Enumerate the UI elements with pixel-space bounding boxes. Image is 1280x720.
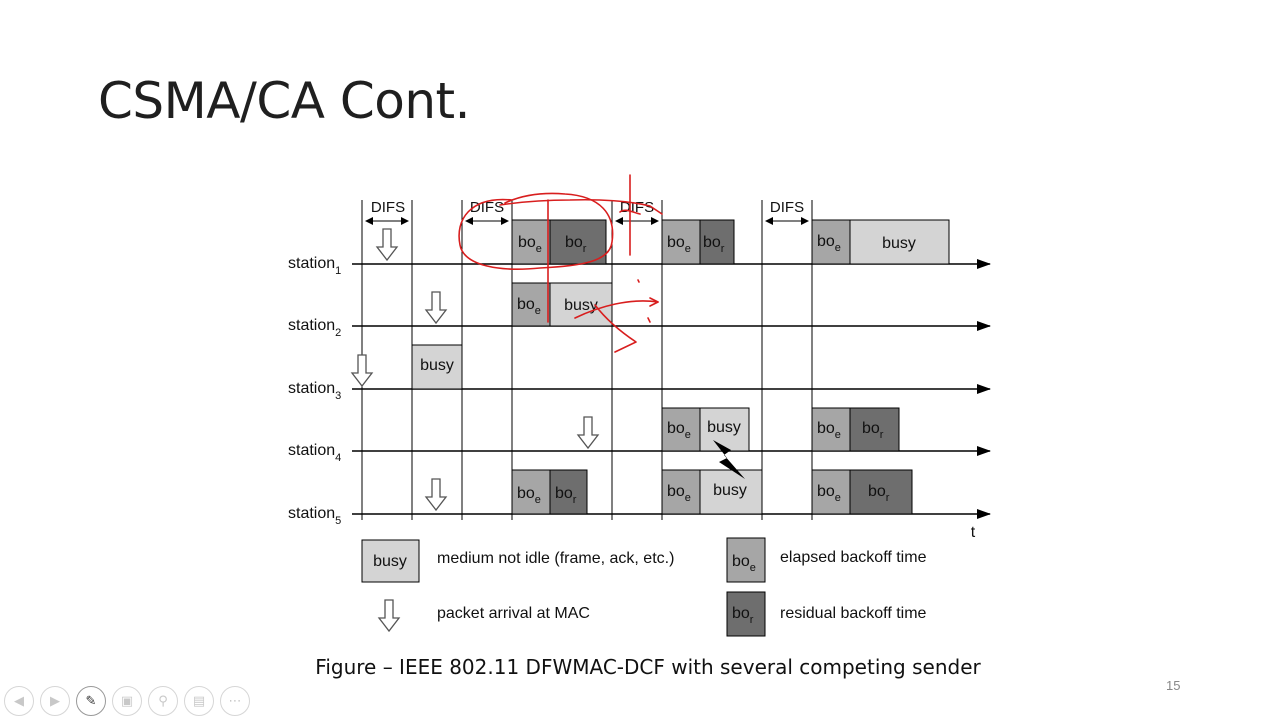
- down-arrow-icon: [375, 228, 399, 262]
- svg-text:boe: boe: [517, 296, 541, 317]
- svg-text:boe: boe: [517, 485, 541, 506]
- svg-text:bor: bor: [868, 483, 890, 504]
- down-arrow-icon: [576, 416, 600, 450]
- legend: busy medium not idle (frame, ack, etc.) …: [361, 537, 927, 637]
- legend-busy-text: medium not idle (frame, ack, etc.): [437, 550, 674, 567]
- residual-backoff-block: [699, 219, 735, 265]
- svg-text:boe: boe: [817, 233, 841, 254]
- busy-block: [549, 282, 613, 327]
- station-1-blocks: boe bor boe bor boe busy: [511, 219, 950, 265]
- previous-icon[interactable]: ◀: [4, 686, 34, 716]
- elapsed-backoff-block: [661, 469, 701, 515]
- svg-text:boe: boe: [817, 483, 841, 504]
- collision-icon: [713, 440, 745, 479]
- down-arrow-icon: [424, 478, 448, 512]
- svg-text:busy: busy: [882, 235, 916, 252]
- slide-title: CSMA/CA Cont.: [98, 72, 471, 130]
- zoom-icon[interactable]: ⚲: [148, 686, 178, 716]
- busy-block: [699, 469, 763, 515]
- station-4-blocks: boe busy boe bor: [661, 407, 900, 452]
- elapsed-backoff-block: [661, 219, 701, 265]
- time-axis-label: t: [971, 524, 976, 541]
- legend-busy-swatch: [361, 539, 420, 583]
- svg-text:busy: busy: [707, 419, 741, 436]
- station-2-blocks: boe busy: [511, 282, 613, 327]
- legend-elapsed-text: elapsed backoff time: [780, 549, 927, 566]
- station-label-1: station1: [288, 255, 341, 277]
- station-5-blocks: boe bor boe busy boe bor: [511, 469, 913, 515]
- svg-text:bor: bor: [703, 234, 725, 255]
- svg-text:boe: boe: [732, 553, 756, 574]
- elapsed-backoff-block: [661, 407, 701, 452]
- svg-text:bor: bor: [732, 605, 754, 626]
- difs-label: DIFS: [470, 199, 504, 216]
- more-icon[interactable]: ⋯: [220, 686, 250, 716]
- elapsed-backoff-block: [511, 469, 551, 515]
- legend-arrival-text: packet arrival at MAC: [437, 605, 590, 622]
- difs-label: DIFS: [620, 199, 654, 216]
- busy-block: [411, 344, 463, 390]
- svg-text:busy: busy: [373, 553, 407, 570]
- slides-icon[interactable]: ▣: [112, 686, 142, 716]
- residual-backoff-block: [849, 469, 913, 515]
- busy-block: [849, 219, 950, 265]
- next-icon[interactable]: ▶: [40, 686, 70, 716]
- pen-annotations: [458, 174, 663, 353]
- svg-text:boe: boe: [667, 234, 691, 255]
- subtitle-icon[interactable]: ▤: [184, 686, 214, 716]
- svg-text:bor: bor: [555, 485, 577, 506]
- station-label-2: station2: [288, 317, 341, 339]
- legend-residual-text: residual backoff time: [780, 605, 927, 622]
- difs-label: DIFS: [371, 199, 405, 216]
- svg-text:busy: busy: [564, 297, 598, 314]
- svg-text:bor: bor: [862, 420, 884, 441]
- presenter-toolbar: ◀ ▶ ✎ ▣ ⚲ ▤ ⋯: [4, 686, 250, 716]
- down-arrow-icon: [424, 291, 448, 325]
- legend-arrival-icon: [377, 599, 401, 633]
- svg-text:boe: boe: [667, 483, 691, 504]
- svg-text:boe: boe: [817, 420, 841, 441]
- svg-text:busy: busy: [420, 357, 454, 374]
- residual-backoff-block: [549, 469, 588, 515]
- residual-backoff-block: [549, 219, 607, 265]
- down-arrow-icon: [350, 354, 374, 388]
- svg-text:bor: bor: [565, 234, 587, 255]
- pen-icon[interactable]: ✎: [76, 686, 106, 716]
- busy-block: [699, 407, 750, 452]
- packet-arrival-arrows: [350, 228, 600, 512]
- page-number: 15: [1166, 678, 1181, 693]
- difs-markers: DIFS DIFS DIFS DIFS: [365, 199, 809, 225]
- station-label-5: station5: [288, 505, 341, 527]
- station-labels: station1 station2 station3 station4 stat…: [288, 255, 341, 527]
- figure-caption: Figure – IEEE 802.11 DFWMAC-DCF with sev…: [315, 655, 981, 679]
- elapsed-backoff-block: [511, 282, 551, 327]
- legend-residual-swatch: [726, 591, 766, 637]
- elapsed-backoff-block: [811, 469, 851, 515]
- elapsed-backoff-block: [811, 407, 851, 452]
- difs-label: DIFS: [770, 199, 804, 216]
- residual-backoff-block: [849, 407, 900, 452]
- station-label-4: station4: [288, 442, 341, 464]
- station-3-blocks: busy: [411, 344, 463, 390]
- legend-elapsed-swatch: [726, 537, 766, 583]
- elapsed-backoff-block: [511, 219, 551, 265]
- svg-text:boe: boe: [667, 420, 691, 441]
- station-label-3: station3: [288, 380, 341, 402]
- svg-text:boe: boe: [518, 234, 542, 255]
- svg-text:busy: busy: [713, 482, 747, 499]
